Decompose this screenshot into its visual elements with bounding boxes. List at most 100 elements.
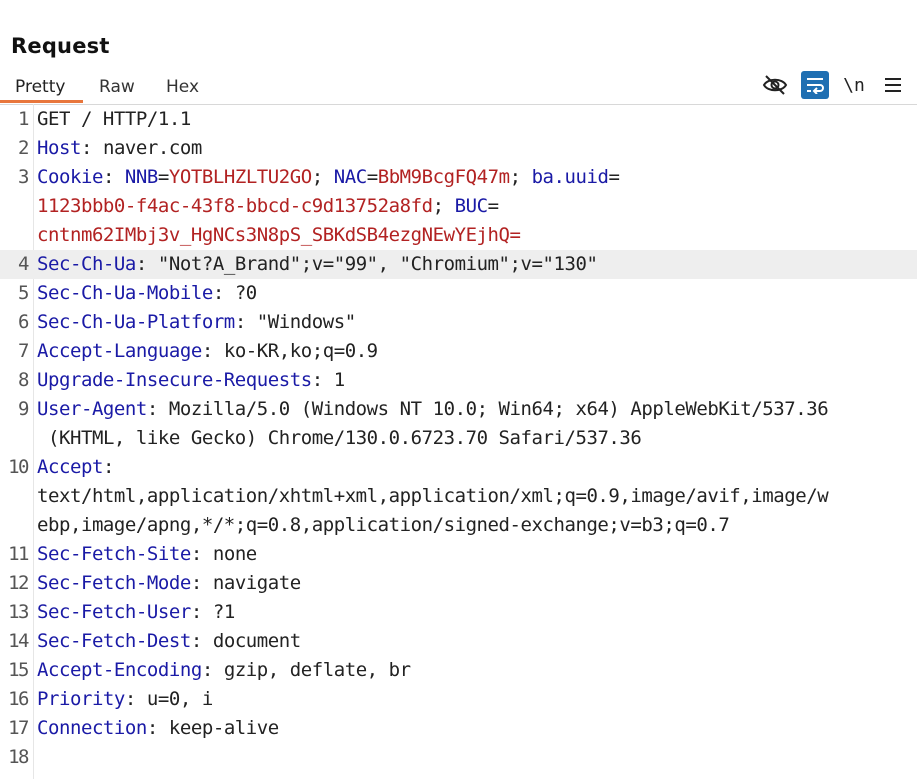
header-sec-fetch-user: Sec-Fetch-User: ?1 [37,601,235,623]
cookie-value: cntnm62IMbj3v_HgNCs3N8pS_SBKdSB4ezgNEwYE… [37,224,521,246]
header-sec-fetch-mode: Sec-Fetch-Mode: navigate [37,572,301,594]
panel-title: Request [11,34,110,58]
cookie-name: BUC [454,195,488,217]
editor-line: 15 Accept-Encoding: gzip, deflate, br [0,656,917,685]
line-number: 8 [18,369,29,391]
header-name: Sec-Fetch-User [37,601,191,623]
cookie-continuation: cntnm62IMbj3v_HgNCs3N8pS_SBKdSB4ezgNEwYE… [37,221,521,250]
line-number: 12 [8,572,29,594]
editor-line: 3 Cookie: NNB=YOTBLHZLTU2GO; NAC=BbM9Bcg… [0,163,917,250]
cookie-continuation: 1123bbb0-f4ac-43f8-bbcd-c9d13752a8fd; BU… [37,195,499,217]
cookie-name: NAC [333,166,367,188]
header-connection: Connection: keep-alive [37,717,279,739]
line-number: 3 [18,166,29,188]
editor-line: 17 Connection: keep-alive [0,714,917,743]
hide-eye-icon[interactable] [761,71,789,99]
header-name: Accept-Encoding [37,659,202,681]
header-priority: Priority: u=0, i [37,688,213,710]
line-number: 2 [18,137,29,159]
request-line: GET / HTTP/1.1 [37,108,191,130]
header-name: Upgrade-Insecure-Requests [37,369,312,391]
header-name: Cookie [37,166,103,188]
editor-line: 2 Host: naver.com [0,134,917,163]
editor-line: 14 Sec-Fetch-Dest: document [0,627,917,656]
header-value: (KHTML, like Gecko) Chrome/130.0.6723.70… [48,427,642,449]
editor-line: 1 GET / HTTP/1.1 [0,105,917,134]
header-accept-language: Accept-Language: ko-KR,ko;q=0.9 [37,340,378,362]
header-cookie: Cookie: NNB=YOTBLHZLTU2GO; NAC=BbM9BcgFQ… [37,166,620,188]
header-value: navigate [212,572,301,594]
editor-line: 16 Priority: u=0, i [0,685,917,714]
wrap-lines-icon[interactable] [801,71,829,99]
editor-line: 8 Upgrade-Insecure-Requests: 1 [0,366,917,395]
editor-line: 11 Sec-Fetch-Site: none [0,540,917,569]
line-number: 6 [18,311,29,333]
cookie-value: 1123bbb0-f4ac-43f8-bbcd-c9d13752a8fd [37,195,433,217]
header-value: keep-alive [168,717,279,739]
header-upgrade-insecure-requests: Upgrade-Insecure-Requests: 1 [37,369,345,391]
header-value: "Windows" [256,311,356,333]
header-sec-ch-ua-platform: Sec-Ch-Ua-Platform: "Windows" [37,311,356,333]
cookie-value: BbM9BcgFQ47m [377,166,510,188]
tab-pretty[interactable]: Pretty [15,77,66,97]
line-number: 16 [8,688,29,710]
header-value: document [212,630,301,652]
header-host: Host: naver.com [37,137,202,159]
header-value: ?1 [212,601,235,623]
header-value: none [212,543,257,565]
line-number: 1 [18,108,29,130]
editor-line: 5 Sec-Ch-Ua-Mobile: ?0 [0,279,917,308]
cookie-name: NNB [124,166,158,188]
gutter-divider [33,104,34,779]
request-editor[interactable]: 1 GET / HTTP/1.1 2 Host: naver.com 3 Coo… [0,104,917,779]
header-sec-ch-ua-mobile: Sec-Ch-Ua-Mobile: ?0 [37,282,257,304]
header-name: Sec-Fetch-Mode [37,572,191,594]
editor-line: 18 [0,743,917,772]
header-value: u=0, i [146,688,213,710]
line-number: 4 [18,253,29,275]
line-number: 13 [8,601,29,623]
header-sec-fetch-site: Sec-Fetch-Site: none [37,543,257,565]
header-value: naver.com [102,137,202,159]
header-name: Accept [37,456,103,478]
editor-line: 7 Accept-Language: ko-KR,ko;q=0.9 [0,337,917,366]
accept-continuation: ebp,image/apng,*/*;q=0.8,application/sig… [37,511,730,540]
header-value: 1 [333,369,345,391]
cookie-name: ba.uuid [531,166,609,188]
header-name: Sec-Fetch-Site [37,543,191,565]
accept-continuation: text/html,application/xhtml+xml,applicat… [37,482,829,511]
line-number: 9 [18,398,29,420]
header-name: Accept-Language [37,340,202,362]
editor-line: 10 Accept: text/html,application/xhtml+x… [0,453,917,540]
newline-label: \n [843,74,865,96]
header-name: Sec-Fetch-Dest [37,630,191,652]
header-name: Connection [37,717,147,739]
tab-raw[interactable]: Raw [99,77,135,97]
header-sec-ch-ua: Sec-Ch-Ua: "Not?A_Brand";v="99", "Chromi… [37,253,598,275]
tab-hex[interactable]: Hex [166,77,200,97]
menu-icon[interactable] [879,71,907,99]
header-name: Host [37,137,81,159]
cookie-value: YOTBLHZLTU2GO [168,166,312,188]
editor-line: 6 Sec-Ch-Ua-Platform: "Windows" [0,308,917,337]
user-agent-continuation: (KHTML, like Gecko) Chrome/130.0.6723.70… [37,424,642,453]
header-sec-fetch-dest: Sec-Fetch-Dest: document [37,630,301,652]
header-name: Sec-Ch-Ua-Mobile [37,282,213,304]
line-number: 17 [8,717,29,739]
header-value: ko-KR,ko;q=0.9 [223,340,378,362]
view-tabs: Pretty Raw Hex [0,70,917,105]
header-name: Sec-Ch-Ua [37,253,136,275]
header-name: Sec-Ch-Ua-Platform [37,311,235,333]
line-number: 11 [8,543,29,565]
editor-line-highlighted: 4 Sec-Ch-Ua: "Not?A_Brand";v="99", "Chro… [0,250,917,279]
header-value: ebp,image/apng,*/*;q=0.8,application/sig… [37,514,730,536]
newline-icon[interactable]: \n [840,71,868,99]
line-number: 10 [8,456,29,478]
editor-line: 13 Sec-Fetch-User: ?1 [0,598,917,627]
header-value: ?0 [234,282,257,304]
line-number: 15 [8,659,29,681]
header-value: "Not?A_Brand";v="99", "Chromium";v="130" [157,253,598,275]
header-accept-encoding: Accept-Encoding: gzip, deflate, br [37,659,411,681]
editor-line: 9 User-Agent: Mozilla/5.0 (Windows NT 10… [0,395,917,453]
header-value: text/html,application/xhtml+xml,applicat… [37,485,829,507]
